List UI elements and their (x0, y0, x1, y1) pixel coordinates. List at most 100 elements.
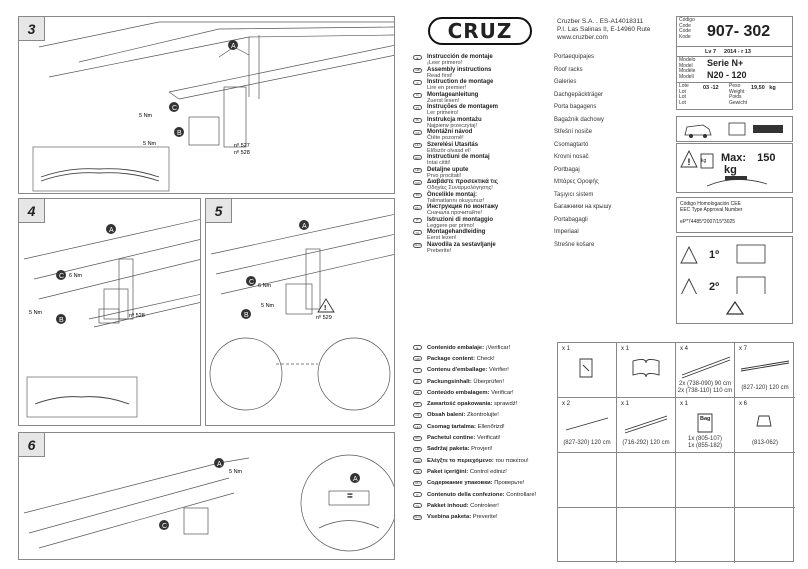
package-instruction: Control ediniz! (468, 468, 507, 475)
step-number: 4 (19, 199, 45, 223)
step-3-label-a: A (231, 43, 236, 50)
language-code-badge: IT (413, 217, 422, 223)
car-icon (684, 122, 783, 138)
package-label: Sadržaj paketa: (427, 446, 470, 453)
step-3-torque-b: 5 Nm (143, 141, 157, 147)
language-code-badge: F (413, 80, 422, 85)
package-text: Содержание упаковки: Проверьте! (427, 480, 524, 486)
assembly-order-box: 1º 2º (676, 236, 793, 304)
step-6-equal: = (347, 491, 353, 502)
step-3-torque-c: 5 Nm (139, 113, 153, 119)
instruction-subtitle: Leggere per primo! (427, 222, 475, 229)
step-4-label-c: C (59, 273, 64, 280)
package-label: Contenuto della confezione: (427, 491, 505, 498)
roof-rack-icon (706, 176, 768, 187)
step-3-label-c: C (172, 105, 177, 112)
instruction-title: Assembly instructions (427, 66, 492, 73)
instruction-title: Navodila za sestavljanje (427, 241, 496, 248)
part-icon (697, 413, 713, 433)
product-name: Csomagtartó (554, 141, 589, 148)
language-code-badge: D (413, 92, 422, 98)
part-quantity: x 2 (562, 401, 571, 407)
label-a-marker (228, 40, 238, 50)
part-icon (681, 356, 731, 379)
parts-cell (558, 453, 617, 508)
instruction-title: Инструкция по монтажу (427, 204, 499, 210)
package-instruction: Überprüfen! (471, 378, 505, 385)
language-code-badge: E (413, 345, 422, 351)
instruction-title: Montážní návod (427, 129, 473, 135)
package-instruction: Verificar! (489, 389, 514, 396)
parts-cell (735, 508, 795, 563)
max-load-value: 150 (757, 152, 776, 164)
language-code-badge: GB (413, 356, 422, 362)
package-text: Contenido embalaje: ¡Verificar! (427, 345, 510, 351)
revision-date: 2014 - r 13 (724, 48, 751, 55)
instruction-subtitle: Először olvasd el! (427, 147, 471, 154)
field-label: Gewicht (729, 99, 748, 106)
parts-cell (558, 508, 617, 563)
instruction-subtitle: Najpierw przeczytaj! (427, 122, 478, 129)
package-instruction: Zkontrolujte! (465, 412, 499, 419)
warning-icon (317, 298, 335, 313)
language-code-badge: D (413, 379, 422, 385)
step-4-label-b: B (59, 317, 64, 324)
part-icon (579, 358, 593, 378)
step-6-torque: 5 Nm (229, 469, 243, 475)
language-code-badge: PT (413, 390, 422, 396)
language-code-badge: HU (413, 142, 422, 148)
homologation-line: EEC Type Approval Number (680, 207, 743, 213)
cruz-logo: CRUZ (428, 17, 532, 45)
field-label: Code (679, 28, 691, 35)
step-number: 6 (19, 433, 45, 457)
package-text: Pakket inhoud: Controleer! (427, 503, 499, 509)
step-3-ref-2: nº 528 (234, 149, 250, 156)
instruction-title: Öncelikle montaj: (427, 191, 478, 198)
instruction-subtitle: Zuerst lesen! (427, 97, 460, 104)
company-line: Cruzber S.A. . ES-A14018311 (557, 18, 644, 25)
language-code-badge: TR (413, 469, 422, 475)
language-code-badge: SLO (413, 514, 422, 520)
part-icon (740, 360, 790, 372)
package-label: Obsah balení: (427, 412, 466, 419)
language-code-badge: RO (413, 155, 422, 160)
step-3-illustration: A C B 5 Nm 5 Nm nº 527 nº 528 (32, 21, 394, 192)
language-code-badge: PL (413, 401, 422, 407)
instruction-title: Instruções de montagem (427, 104, 499, 110)
package-instruction: Vérifier! (487, 367, 509, 374)
parts-cell: x 1 (558, 343, 617, 398)
language-code-badge: HU (413, 424, 422, 430)
part-quantity: x 1 (680, 401, 689, 407)
instruction-title: Montageanleitung (427, 91, 479, 98)
company-line: www.cruzber.com (557, 34, 608, 41)
vehicle-info-box (676, 116, 793, 142)
instruction-subtitle: ¡Leer primero! (427, 60, 463, 66)
part-quantity: x 1 (621, 346, 630, 352)
language-title: Instrucción de montaje¡Leer primero! (427, 54, 554, 66)
package-text: Sadržaj paketa: Provjeri! (427, 446, 492, 452)
parts-cell: x 2(827-320) 120 cm (558, 398, 617, 453)
homologation-number: eP*74485*2007/15*3025 (680, 219, 736, 225)
product-name: Porta bagagens (554, 104, 597, 110)
step-5-illustration: ! A C B 6 Nm 5 Nm nº 529 (209, 214, 394, 411)
parts-cell: x 6(813-062) (735, 398, 795, 453)
homologation-line: Código Homologación CEE (680, 201, 741, 207)
instruction-subtitle: Čtěte pozorně! (427, 135, 464, 141)
step-5-torque-c: 6 Nm (258, 283, 272, 289)
svg-text:!: ! (324, 305, 326, 312)
step-5-torque-b: 5 Nm (261, 303, 275, 309)
